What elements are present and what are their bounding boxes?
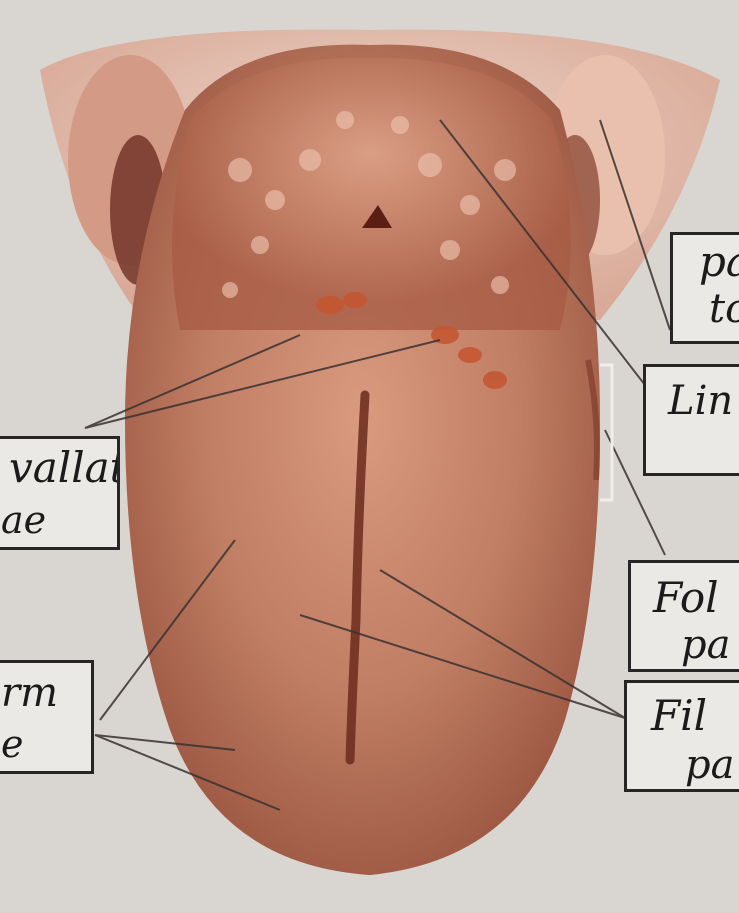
- label-fungiform-line1: rm: [1, 673, 58, 713]
- label-filiform-line1: Fil: [651, 695, 707, 737]
- label-palatine-box: pa to: [670, 232, 739, 344]
- label-palatine-line2: to: [709, 289, 739, 329]
- label-foliate-line2: pa: [681, 625, 730, 665]
- label-circumvallate-line2: ae: [1, 501, 46, 539]
- label-lingual-box: Lin: [643, 364, 739, 476]
- label-palatine-line1: pa: [699, 241, 739, 283]
- label-fungiform-box: rm e: [0, 660, 94, 774]
- label-lingual-line1: Lin: [668, 381, 733, 421]
- label-foliate-box: Fol pa: [628, 560, 739, 672]
- label-filiform-box: Fil pa: [624, 680, 739, 792]
- label-circumvallate-line1: vallate: [9, 447, 120, 489]
- label-circumvallate-box: vallate ae: [0, 436, 120, 550]
- label-fungiform-line2: e: [1, 725, 24, 763]
- label-filiform-line2: pa: [685, 745, 734, 785]
- label-foliate-line1: Fol: [653, 577, 719, 619]
